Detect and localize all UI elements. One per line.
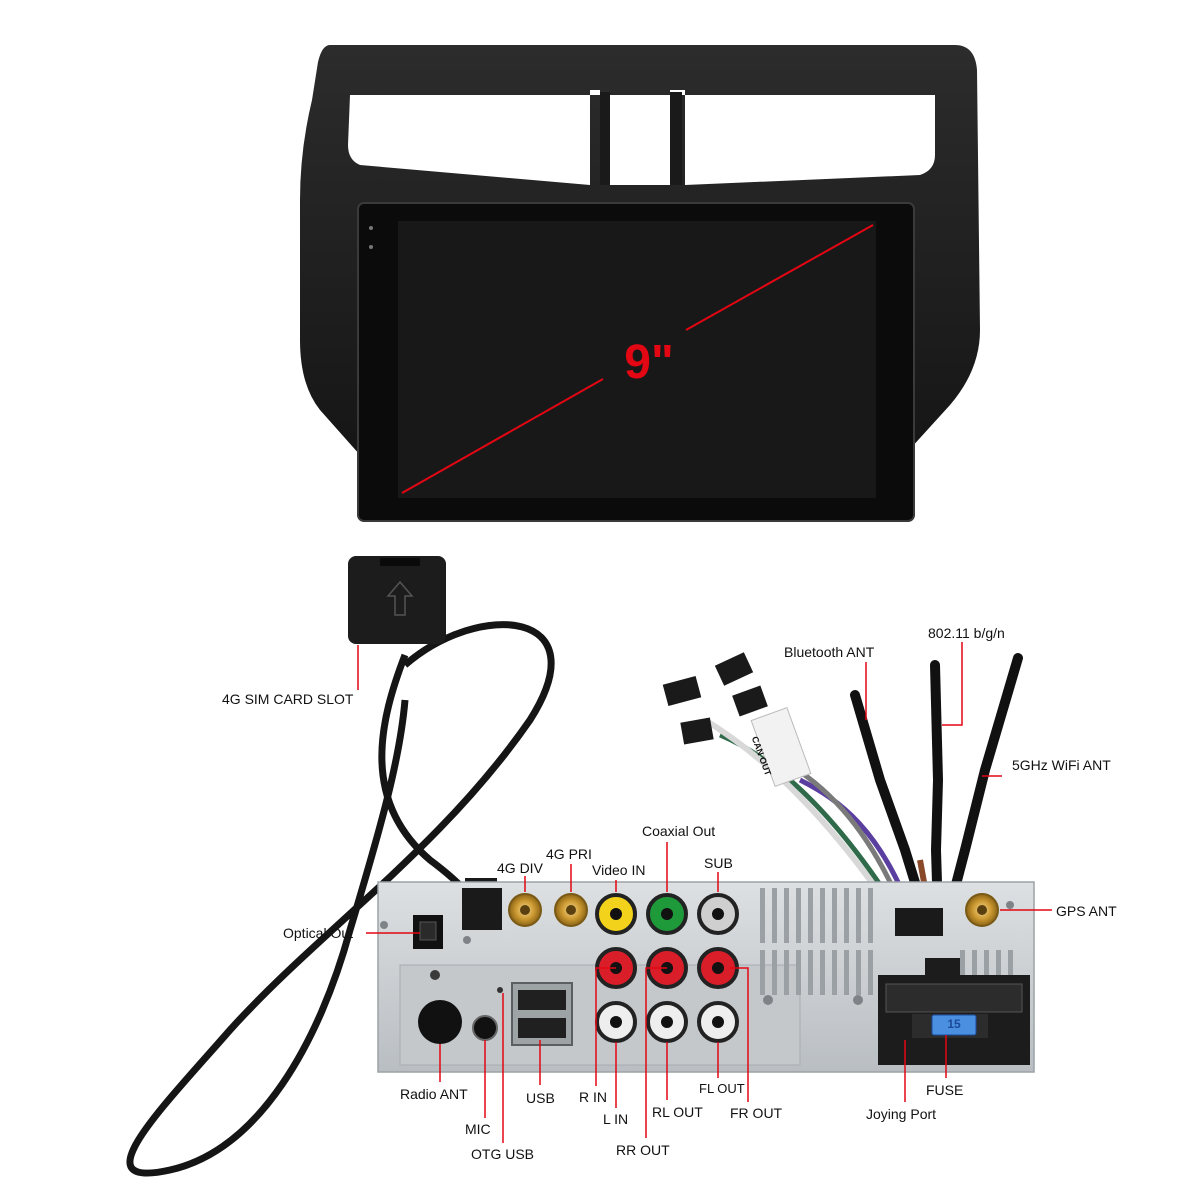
- label-mic: MIC: [465, 1121, 491, 1137]
- fuse-rating: 15: [947, 1017, 961, 1031]
- label-gps-ant: GPS ANT: [1056, 903, 1117, 919]
- label-coaxial-out: Coaxial Out: [642, 823, 716, 839]
- joying-port-pins: [885, 983, 1023, 1013]
- diagonal-line-upper: [685, 224, 874, 331]
- heat-sink-fins: [760, 888, 1013, 995]
- label-5ghz-wifi-ant: 5GHz WiFi ANT: [1012, 757, 1111, 773]
- label-joying-port: Joying Port: [866, 1106, 937, 1122]
- sim-card-cable: [126, 556, 555, 1177]
- optical-out-window: [419, 921, 437, 941]
- label-80211: 802.11 b/g/n: [928, 625, 1005, 641]
- label-usb: USB: [526, 1090, 555, 1106]
- usb-port-bottom: [518, 1018, 566, 1038]
- gps-ant-pin: [977, 905, 987, 915]
- leader-rr-out: [645, 967, 667, 1138]
- label-radio-ant: Radio ANT: [400, 1086, 468, 1102]
- sim-slot-opening: [380, 558, 420, 566]
- wifi-ant-cable: [930, 660, 944, 920]
- sim-socket: [462, 888, 502, 930]
- label-sub: SUB: [704, 855, 733, 871]
- label-fl-out: FL OUT: [699, 1081, 745, 1096]
- radio-ant-port: [418, 1000, 462, 1044]
- can-out-tag: [750, 706, 812, 788]
- connector-plug: [714, 652, 754, 686]
- otg-led: [497, 987, 503, 993]
- leader-fr-out: [730, 967, 749, 1102]
- label-video-in: Video IN: [592, 862, 646, 878]
- center-bar-left: [600, 92, 610, 185]
- indicator-dot: [369, 245, 373, 249]
- label-r-in: R IN: [579, 1089, 607, 1105]
- label-l-in: L IN: [603, 1111, 629, 1127]
- center-bar-right: [670, 92, 682, 185]
- sim-cable-loop: [126, 621, 555, 1177]
- diagonal-line-lower: [401, 378, 604, 494]
- label-bluetooth-ant: Bluetooth ANT: [784, 644, 875, 660]
- screw-hole: [380, 921, 388, 929]
- wifi-5ghz-ant-cable: [943, 653, 1023, 920]
- sim-card-slot-box: [348, 556, 446, 644]
- screw-hole: [853, 995, 863, 1005]
- label-fuse: FUSE: [926, 1082, 964, 1098]
- four-g-div-pin: [520, 905, 530, 915]
- callout-lines: [357, 642, 1052, 1143]
- mic-port: [472, 1015, 498, 1041]
- sim-arrow-icon: [386, 580, 414, 616]
- antenna-cables: [662, 652, 1023, 920]
- label-rl-out: RL OUT: [652, 1104, 703, 1120]
- label-sim-card-slot: 4G SIM CARD SLOT: [222, 691, 354, 707]
- label-fr-out: FR OUT: [730, 1105, 783, 1121]
- rear-chassis: [377, 881, 1035, 1073]
- connector-plug: [680, 717, 714, 745]
- screw-hole: [1006, 901, 1014, 909]
- vent-opening: [348, 90, 935, 185]
- leader-r-in: [595, 967, 616, 1086]
- label-4g-pri: 4G PRI: [546, 846, 592, 862]
- label-4g-div: 4G DIV: [497, 860, 543, 876]
- screw-hole: [763, 995, 773, 1005]
- white-wire: [703, 717, 898, 917]
- label-rr-out: RR OUT: [616, 1142, 670, 1158]
- head-unit: [300, 45, 980, 522]
- screw-hole: [463, 936, 471, 944]
- screen-size-label: 9": [624, 336, 674, 389]
- fuse-icon: [931, 1014, 977, 1036]
- connector-plug: [662, 675, 702, 707]
- indicator-dot: [369, 226, 373, 230]
- usb-port-top: [518, 990, 566, 1010]
- four-g-pri-pin: [566, 905, 576, 915]
- screw-hole: [430, 970, 440, 980]
- connector-plug: [732, 685, 768, 717]
- harness-connector: [895, 908, 943, 936]
- label-otg-usb: OTG USB: [471, 1146, 535, 1162]
- leader-80211: [942, 642, 963, 726]
- label-optical-out: Optical Out: [283, 925, 354, 941]
